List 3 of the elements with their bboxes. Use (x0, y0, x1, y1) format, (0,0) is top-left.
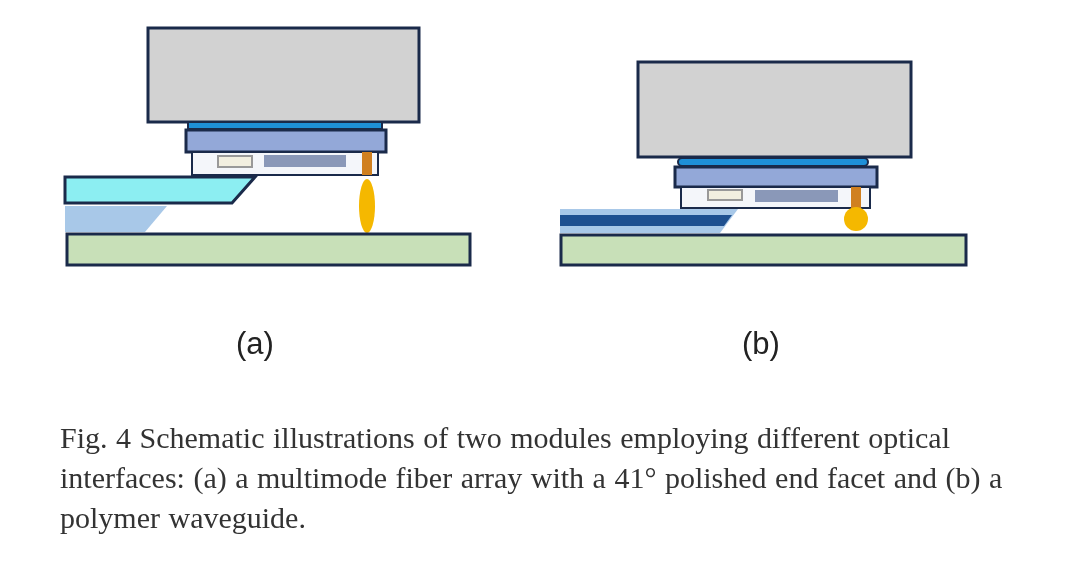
figure-caption: Fig. 4 Schematic illustrations of two modules employing different optical interfaces: (a) a multimode fiber array with a 41° polished end facet and (b) a polymer waveguide. (60, 420, 1004, 536)
panel-label: (a) (236, 326, 274, 362)
panel-label: (b) (742, 326, 780, 362)
